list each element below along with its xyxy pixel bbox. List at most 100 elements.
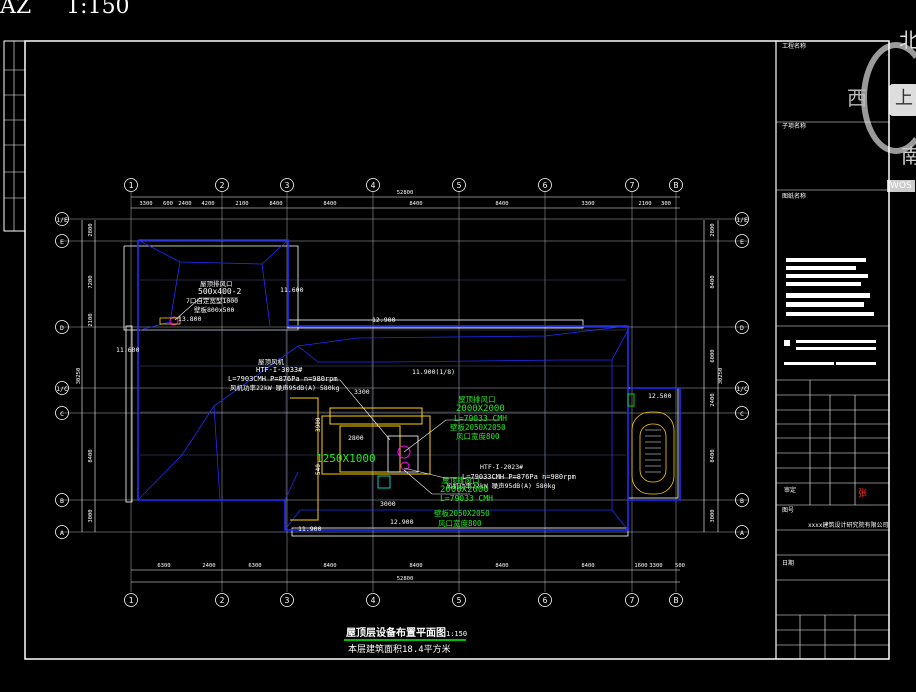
axis-label-y: D [740, 324, 744, 332]
fan-symbol-b [400, 461, 410, 471]
dim-total-bottom: 52800 [397, 576, 414, 582]
dim-left-5: 3000 [88, 509, 94, 522]
elev-a: 11.600 [116, 346, 140, 354]
dim-bottom-9: 500 [675, 563, 685, 569]
view-compass[interactable]: 西 北 南 上 WOS [847, 28, 916, 192]
axis-bubble-x-top [215, 178, 229, 192]
axis-bubble-y-left [55, 381, 69, 395]
green-4: 壁板2050X2050 [450, 422, 506, 432]
axis-bubble-x-bottom [366, 593, 380, 607]
dim-top-6: 8400 [323, 201, 336, 207]
dim-right-3: 2400 [710, 393, 716, 406]
axis-bubble-y-right [735, 493, 749, 507]
unit-a-1: 屋顶风机 [258, 357, 285, 366]
axis-label-x: 5 [457, 181, 462, 190]
dim-3000: 3000 [380, 500, 396, 508]
axis-label-x: 7 [630, 181, 635, 190]
dim-top-9: 3300 [581, 201, 594, 207]
dim-top-2: 2400 [178, 201, 191, 207]
axis-bubble-x-top [452, 178, 466, 192]
green-b-3: L=79033 CMH [440, 494, 493, 503]
compass-west[interactable]: 西 [847, 86, 867, 110]
dim-left-1: 7200 [88, 275, 94, 288]
axis-label-y: 1/E [736, 216, 748, 224]
fan-top-4: 壁板800x500 [194, 305, 234, 314]
cyan-box [377, 475, 391, 489]
wcs-label[interactable]: WOS [887, 180, 915, 192]
axis-label-x: B [674, 596, 679, 605]
dim-top-3: 4200 [201, 201, 214, 207]
axis-bubble-x-bottom [625, 593, 639, 607]
tb-row-subitem: 子项名称 [782, 122, 806, 130]
axis-label-y: B [740, 497, 744, 505]
dimension-lines [81, 196, 719, 583]
green-1: 屋顶排风口 [458, 394, 496, 404]
annotation-group: 屋顶排风口 500x400-2 7口自定宽型1000 壁板800x500 屋顶风… [116, 279, 672, 533]
dim-right-0: 2800 [710, 223, 716, 236]
axis-bubble-y-left [55, 525, 69, 539]
axis-bubble-y-right [735, 381, 749, 395]
left-strip-lines [4, 41, 25, 231]
green-b-1: 屋顶排风口 [442, 475, 480, 485]
dim-top-8: 8400 [495, 201, 508, 207]
axis-label-x: 6 [543, 596, 548, 605]
compass-north[interactable]: 北 [899, 28, 916, 52]
fan-top-1: 屋顶排风口 [200, 279, 233, 288]
axis-label-y: E [740, 238, 744, 246]
axis-label-x: 2 [220, 181, 225, 190]
sheet-border [24, 40, 890, 660]
tb-company: xxxx建筑设计研究院有限公司 [808, 521, 888, 529]
duct-size: 1250X1000 [316, 452, 376, 465]
dim-bottom-0: 6300 [157, 563, 170, 569]
dim-top-4: 2100 [235, 201, 248, 207]
dim-3300: 3300 [354, 388, 370, 396]
axis-label-y: 1/C [736, 385, 748, 393]
axis-bubble-x-bottom [124, 593, 138, 607]
axis-bubble-y-left [55, 493, 69, 507]
elev-d: 11.900(1/8) [412, 368, 455, 376]
fan-top-2: 500x400-2 [198, 287, 242, 296]
dim-bottom-8: 3300 [649, 563, 662, 569]
equipment-outline [290, 397, 431, 521]
axis-bubble-x-bottom [538, 593, 552, 607]
dim-top-1: 600 [163, 201, 173, 207]
dim-3900: 3900 [315, 417, 322, 432]
elev-c: 11.600 [280, 286, 304, 294]
roof-grid [140, 279, 626, 528]
axis-bubble-x-top [280, 178, 294, 192]
title-block-lines [776, 121, 889, 659]
dim-right-5: 30250 [718, 368, 724, 385]
drawing-area-note: 本层建筑面积18.4平方米 [348, 643, 451, 655]
axis-bubble-y-left [55, 320, 69, 334]
tb-row-number: 图号 [782, 507, 794, 514]
green-b-2: 2000X2000 [440, 485, 489, 495]
vent-box [159, 317, 181, 325]
dim-left-2: 2100 [88, 313, 94, 326]
axis-bubble-y-right [735, 320, 749, 334]
compass-top-button[interactable]: 上 [889, 84, 916, 116]
stair-door [627, 393, 635, 407]
dim-bottom-2: 6300 [248, 563, 261, 569]
tb-stamp: 审定 [784, 486, 796, 494]
green-5: 风口宽度800 [456, 431, 500, 441]
dim-top-10: 2100 [638, 201, 651, 207]
axis-bubble-x-top [366, 178, 380, 192]
dim-top-5: 8400 [269, 201, 282, 207]
dim-left-4: 8400 [88, 449, 94, 462]
dim-540: 540 [315, 464, 322, 475]
green-b-5: 风口宽度800 [438, 518, 482, 528]
dim-top-7: 8400 [409, 201, 422, 207]
axis-bubble-x-bottom [215, 593, 229, 607]
axis-label-y: A [60, 529, 64, 537]
dim-right-6: 3000 [710, 509, 716, 522]
elev-b: 12.900 [372, 316, 396, 324]
title-block-text-group: 工程名称 子项名称 图纸名称 图号 日期 xxxx建筑设计研究院有限公司 审定 [782, 42, 888, 567]
dim-right-2: 6000 [710, 349, 716, 362]
sheet-id: AZ [0, 0, 32, 19]
compass-south[interactable]: 南 [901, 144, 916, 168]
unit-a-4: 风机功率22kW 噪声95dB(A) 580kg [230, 383, 340, 392]
axis-label-y: C [740, 410, 744, 418]
